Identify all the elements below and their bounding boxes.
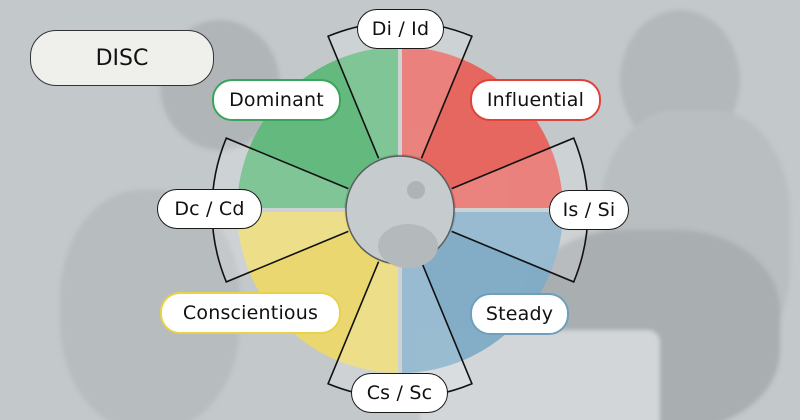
center-person-hairbun — [407, 181, 425, 199]
label-di-id-text: Di / Id — [371, 18, 430, 40]
label-dc-cd: Dc / Cd — [157, 189, 262, 229]
label-di-id: Di / Id — [357, 9, 444, 49]
label-influential: Influential — [470, 79, 601, 121]
center-person-silhouette — [378, 224, 438, 268]
title-text: DISC — [95, 45, 149, 71]
label-dc-cd-text: Dc / Cd — [174, 198, 245, 220]
label-dominant-text: Dominant — [229, 89, 324, 111]
label-cs-sc: Cs / Sc — [351, 373, 448, 413]
label-steady: Steady — [470, 293, 569, 335]
label-conscientious: Conscientious — [160, 292, 341, 334]
label-dominant: Dominant — [212, 79, 341, 121]
label-is-si: Is / Si — [549, 190, 629, 230]
label-cs-sc-text: Cs / Sc — [366, 382, 433, 404]
label-steady-text: Steady — [485, 303, 554, 325]
quadrant-steady — [402, 212, 563, 373]
quadrant-influential — [402, 47, 563, 208]
label-is-si-text: Is / Si — [562, 199, 616, 221]
label-conscientious-text: Conscientious — [182, 302, 319, 324]
quadrant-dominant — [237, 47, 398, 208]
label-influential-text: Influential — [486, 89, 585, 111]
title-badge: DISC — [30, 30, 214, 86]
